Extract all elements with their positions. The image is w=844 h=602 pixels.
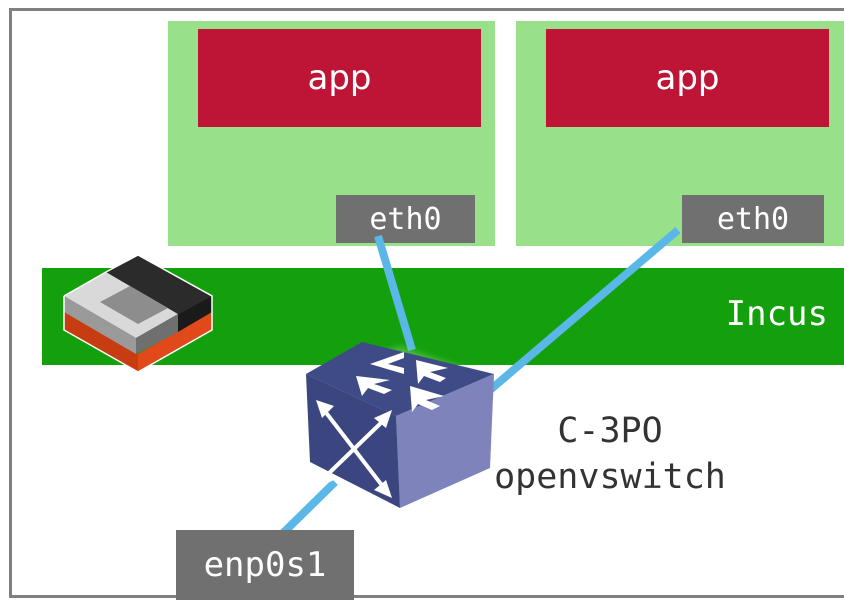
incus-label: Incus	[725, 294, 828, 334]
enp0s1-port: enp0s1	[176, 530, 354, 600]
incus-logo-icon	[63, 254, 213, 373]
link-eth0-2	[487, 226, 681, 394]
eth0-port-2: eth0	[682, 195, 824, 243]
switch-type: openvswitch	[494, 457, 726, 497]
network-switch-icon	[306, 342, 494, 508]
link-eth0-1	[374, 234, 416, 352]
switch-label: C-3PO openvswitch	[440, 408, 780, 500]
eth0-port-1: eth0	[336, 195, 475, 243]
app-box-1: app	[198, 29, 481, 127]
app-box-2: app	[546, 29, 829, 127]
switch-name: C-3PO	[557, 411, 663, 451]
